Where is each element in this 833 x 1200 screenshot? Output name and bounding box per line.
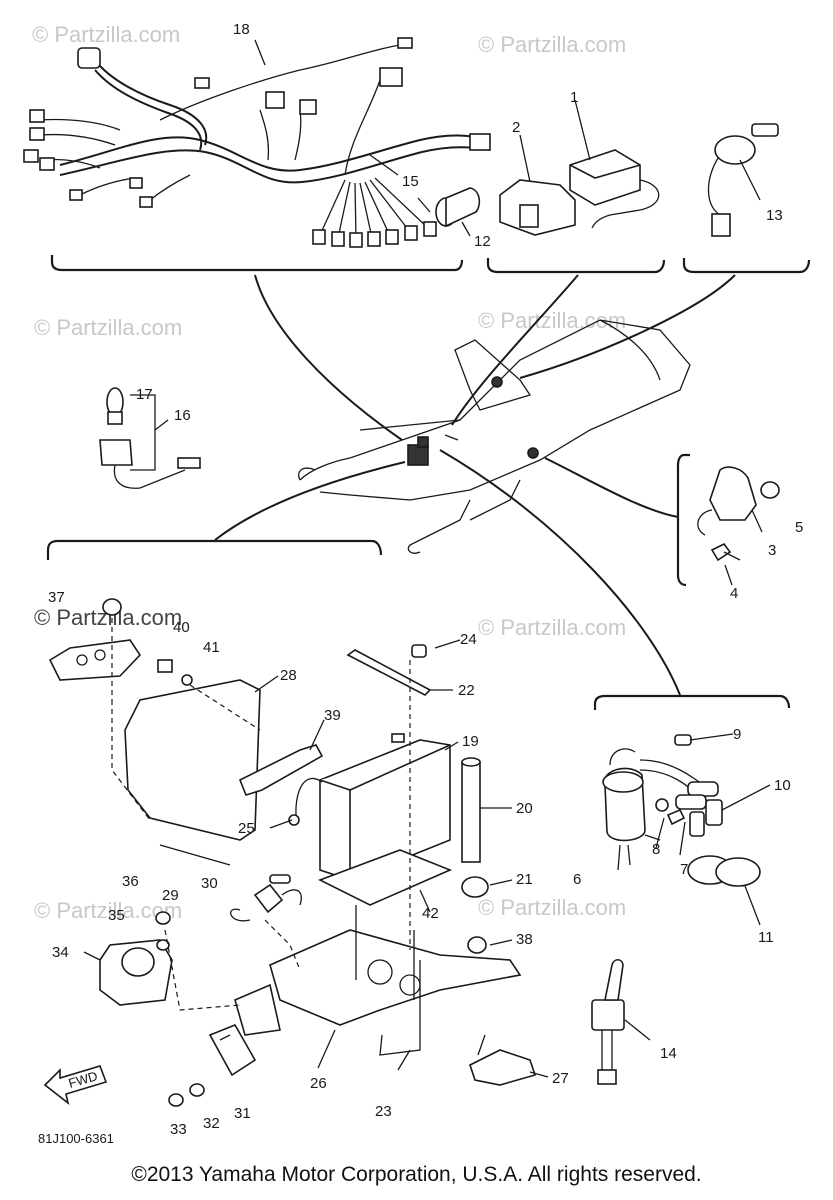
part-label-30[interactable]: 30 bbox=[201, 875, 218, 892]
part-label-16[interactable]: 16 bbox=[174, 407, 191, 424]
part-label-4[interactable]: 4 bbox=[730, 585, 738, 602]
main-switch-drawing bbox=[707, 123, 779, 237]
part-label-8[interactable]: 8 bbox=[652, 841, 660, 858]
watermark: © Partzilla.com bbox=[34, 315, 182, 340]
part-label-17[interactable]: 17 bbox=[136, 386, 153, 403]
battery-assembly-drawing bbox=[48, 598, 537, 1107]
part-label-39[interactable]: 39 bbox=[324, 707, 341, 724]
leader-curve bbox=[439, 449, 681, 696]
part-label-2[interactable]: 2 bbox=[512, 119, 520, 136]
part-label-11[interactable]: 11 bbox=[758, 929, 774, 946]
electrical-parts-diagram: © Partzilla.com © Partzilla.com © Partzi… bbox=[23, 21, 811, 1146]
part-label-42[interactable]: 42 bbox=[422, 905, 439, 922]
part-label-22[interactable]: 22 bbox=[458, 682, 475, 699]
watermark: © Partzilla.com bbox=[478, 615, 626, 640]
part-label-13[interactable]: 13 bbox=[766, 207, 783, 224]
part-label-18[interactable]: 18 bbox=[233, 21, 250, 38]
wire-harness-drawing bbox=[23, 37, 491, 248]
watermark: © Partzilla.com bbox=[478, 895, 626, 920]
part-label-15[interactable]: 15 bbox=[402, 173, 419, 190]
fwd-arrow: FWD bbox=[43, 1065, 108, 1106]
part-label-29[interactable]: 29 bbox=[162, 887, 179, 904]
part-label-26[interactable]: 26 bbox=[310, 1075, 327, 1092]
relay-12-drawing bbox=[435, 187, 481, 237]
group-bracket bbox=[676, 453, 690, 587]
part-label-34[interactable]: 34 bbox=[52, 944, 69, 961]
part-label-41[interactable]: 41 bbox=[203, 639, 220, 656]
part-label-40[interactable]: 40 bbox=[173, 619, 190, 636]
bulb-socket-drawing bbox=[99, 387, 201, 489]
leader-curve bbox=[544, 457, 679, 518]
leader-curve bbox=[214, 461, 406, 541]
group-bracket bbox=[46, 539, 383, 560]
regulator-drawing bbox=[697, 466, 780, 586]
label-leaders bbox=[83, 197, 771, 1078]
part-label-35[interactable]: 35 bbox=[108, 907, 125, 924]
watermark: © Partzilla.com bbox=[32, 22, 180, 47]
group-bracket bbox=[682, 258, 811, 274]
leader-curve bbox=[519, 274, 736, 379]
ignition-coil-drawing bbox=[602, 734, 761, 887]
part-label-25[interactable]: 25 bbox=[238, 820, 255, 837]
part-label-36[interactable]: 36 bbox=[122, 873, 139, 890]
part-label-32[interactable]: 32 bbox=[203, 1115, 220, 1132]
part-label-3[interactable]: 3 bbox=[768, 542, 776, 559]
watermark: © Partzilla.com bbox=[478, 32, 626, 57]
part-label-7[interactable]: 7 bbox=[680, 861, 688, 878]
leader-curve bbox=[451, 274, 579, 426]
part-label-23[interactable]: 23 bbox=[375, 1103, 392, 1120]
part-label-20[interactable]: 20 bbox=[516, 800, 533, 817]
group-bracket bbox=[50, 255, 464, 272]
part-label-24[interactable]: 24 bbox=[460, 631, 477, 648]
group-bracket bbox=[486, 258, 666, 274]
part-label-38[interactable]: 38 bbox=[516, 931, 533, 948]
part-label-37[interactable]: 37 bbox=[48, 589, 65, 606]
snowmobile-drawing bbox=[298, 319, 691, 554]
group-bracket bbox=[593, 694, 791, 710]
part-label-9[interactable]: 9 bbox=[733, 726, 741, 743]
part-label-28[interactable]: 28 bbox=[280, 667, 297, 684]
part-label-21[interactable]: 21 bbox=[516, 871, 533, 888]
part-label-27[interactable]: 27 bbox=[552, 1070, 569, 1087]
leader-curve bbox=[254, 274, 403, 441]
part-label-19[interactable]: 19 bbox=[462, 733, 479, 750]
diagram-code: 81J100-6361 bbox=[38, 1131, 114, 1146]
part-label-31[interactable]: 31 bbox=[234, 1105, 251, 1122]
part-label-10[interactable]: 10 bbox=[774, 777, 791, 794]
copyright-notice: ©2013 Yamaha Motor Corporation, U.S.A. A… bbox=[131, 1163, 702, 1186]
toggle-switch-drawing bbox=[591, 958, 651, 1085]
cdi-unit-drawing bbox=[499, 99, 660, 236]
part-label-12[interactable]: 12 bbox=[474, 233, 491, 250]
part-label-1[interactable]: 1 bbox=[570, 89, 578, 106]
part-label-14[interactable]: 14 bbox=[660, 1045, 677, 1062]
part-label-6[interactable]: 6 bbox=[573, 871, 581, 888]
part-label-33[interactable]: 33 bbox=[170, 1121, 187, 1138]
part-label-5[interactable]: 5 bbox=[795, 519, 803, 536]
